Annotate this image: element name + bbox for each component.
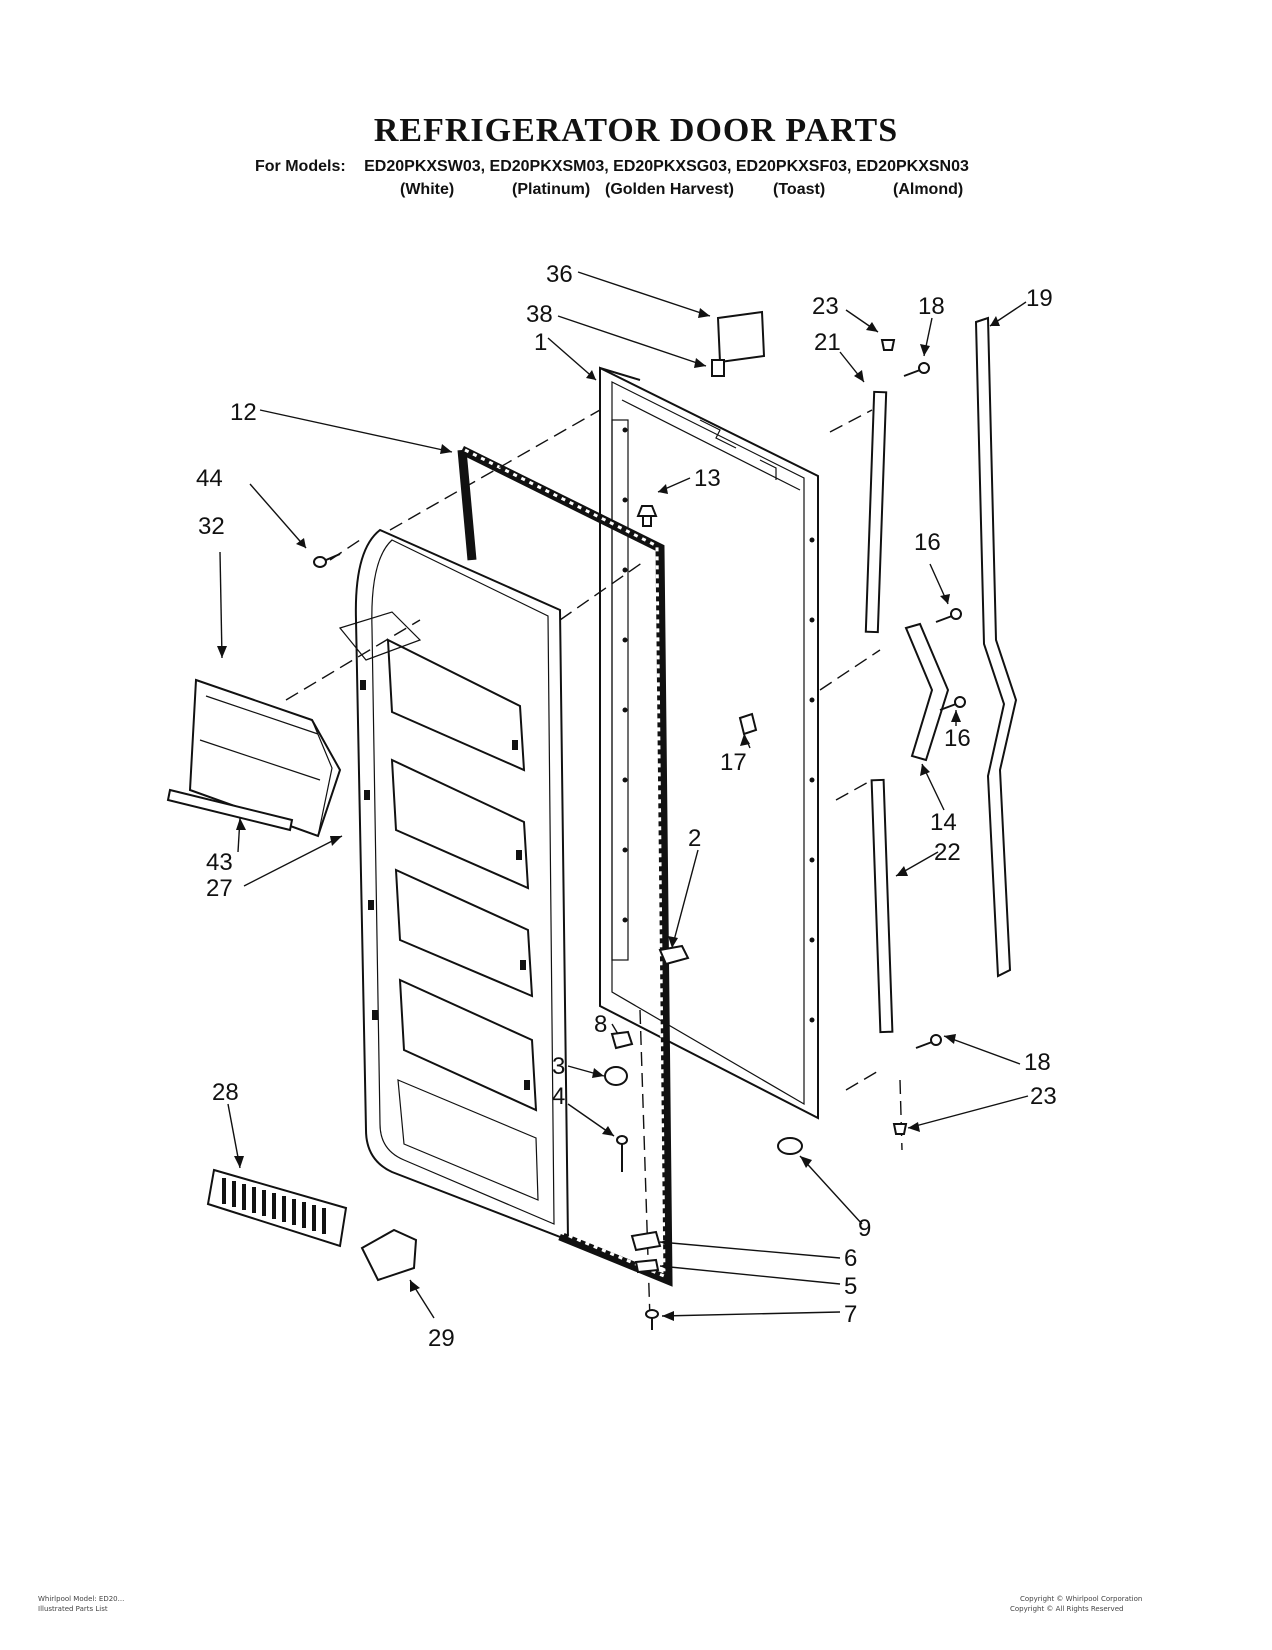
part-32-dairy-door — [188, 678, 342, 838]
leader-arrowheads — [217, 308, 1000, 1321]
callout-29: 29 — [428, 1325, 455, 1352]
part-28-kick-grille — [206, 1168, 348, 1248]
door-gasket — [457, 445, 673, 1287]
color-white: (White) — [400, 181, 455, 198]
callout-27: 27 — [206, 875, 233, 902]
outer-door-panel — [599, 366, 819, 1120]
callout-18-top: 18 — [918, 293, 945, 320]
callout-8: 8 — [594, 1011, 607, 1038]
callout-16-upper: 16 — [914, 529, 941, 556]
models-line: For Models: ED20PKXSW03, ED20PKXSM03, ED… — [255, 158, 969, 176]
callout-1: 1 — [534, 329, 547, 356]
callout-4: 4 — [552, 1083, 565, 1110]
callout-32: 32 — [198, 513, 225, 540]
part-36-nameplate — [716, 310, 766, 364]
model-white: ED20PKXSW03, — [364, 158, 486, 175]
footer-left-line1: Whirlpool Model: ED20... — [38, 1595, 125, 1603]
part-17-clip — [738, 712, 758, 736]
callout-9: 9 — [858, 1215, 871, 1242]
part-44-screw — [313, 553, 341, 568]
callout-36: 36 — [546, 261, 573, 288]
model-toast: ED20PKXSF03, — [735, 158, 852, 175]
door-liner — [338, 528, 570, 1242]
callout-28: 28 — [212, 1079, 239, 1106]
part-16-screws — [935, 608, 966, 711]
part-8-spacer — [610, 1030, 634, 1050]
part-3-cam — [604, 1066, 628, 1086]
part-7-screw — [645, 1309, 659, 1330]
part-29-hinge-cover — [360, 1228, 418, 1282]
callout-2: 2 — [688, 825, 701, 852]
callout-44: 44 — [196, 465, 223, 492]
part-5-hinge-plate — [634, 1258, 660, 1274]
callout-5: 5 — [844, 1273, 857, 1300]
callout-14: 14 — [930, 809, 957, 836]
part-43-door-trim — [166, 788, 294, 832]
callout-23-top: 23 — [812, 293, 839, 320]
callout-3: 3 — [552, 1053, 565, 1080]
footer-right-line2: Copyright © All Rights Reserved — [1010, 1605, 1124, 1613]
part-6-hinge — [630, 1230, 662, 1252]
callout-23-bottom: 23 — [1030, 1083, 1057, 1110]
callout-labels: 36 38 1 12 13 44 32 23 18 21 19 16 16 17… — [196, 261, 1057, 1352]
callout-6: 6 — [844, 1245, 857, 1272]
color-golden-harvest: (Golden Harvest) — [605, 181, 734, 198]
callout-43: 43 — [206, 849, 233, 876]
callout-38: 38 — [526, 301, 553, 328]
part-14-door-handle — [904, 622, 950, 762]
callout-21: 21 — [814, 329, 841, 356]
color-platinum: (Platinum) — [512, 181, 591, 198]
color-toast: (Toast) — [773, 181, 826, 198]
part-19-handle-trim — [974, 316, 1018, 978]
callout-19: 19 — [1026, 285, 1053, 312]
models-prefix: For Models: — [255, 158, 346, 175]
model-platinum: ED20PKXSM03, — [489, 158, 609, 175]
color-almond: (Almond) — [893, 181, 964, 198]
callout-18-bottom: 18 — [1024, 1049, 1051, 1076]
part-2-stop — [658, 944, 690, 966]
model-golden-harvest: ED20PKXSG03, — [613, 158, 732, 175]
part-22-hinge-cover — [870, 778, 894, 1034]
part-9-bushing — [777, 1137, 803, 1155]
assembly-lines — [285, 409, 903, 1321]
part-18-bottom-screw — [915, 1034, 942, 1049]
page-title: REFRIGERATOR DOOR PARTS — [373, 112, 899, 149]
callout-22: 22 — [934, 839, 961, 866]
part-4-screw — [616, 1135, 628, 1172]
callout-12: 12 — [230, 399, 257, 426]
footer-right-line1: Copyright © Whirlpool Corporation — [1020, 1595, 1143, 1603]
footer-left-line2: Illustrated Parts List — [38, 1605, 108, 1613]
part-21-hinge-cover — [864, 390, 888, 634]
part-23-bottom-plug — [892, 1123, 908, 1135]
callout-7: 7 — [844, 1301, 857, 1328]
callout-13: 13 — [694, 465, 721, 492]
part-18-top-screw — [903, 362, 930, 377]
part-13-plug — [636, 505, 658, 527]
callout-17: 17 — [720, 749, 747, 776]
part-38-label — [711, 359, 725, 377]
part-23-top-screw — [880, 339, 896, 351]
callout-16-lower: 16 — [944, 725, 971, 752]
model-almond: ED20PKXSN03 — [855, 158, 969, 175]
